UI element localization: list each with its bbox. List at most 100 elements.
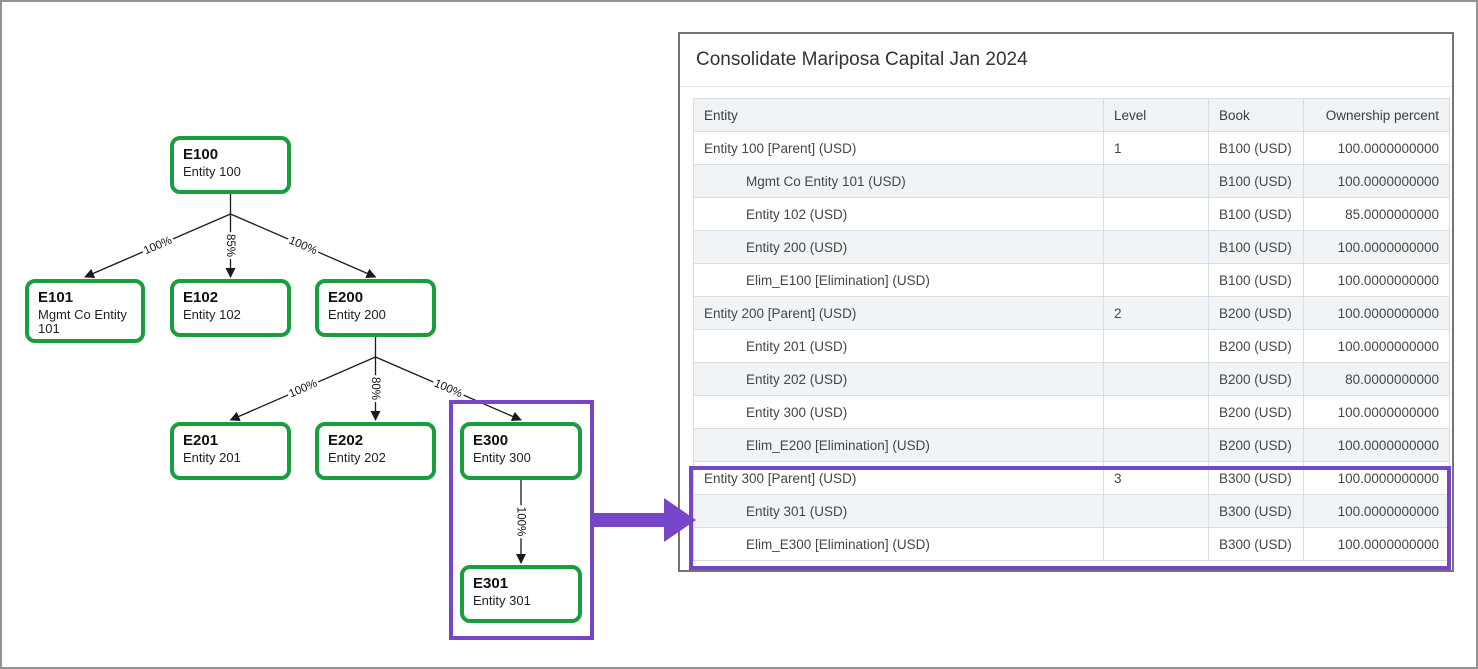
entity-name: Mgmt Co Entity 101	[38, 306, 127, 337]
cell-ownership-percent: 100.0000000000	[1303, 164, 1450, 198]
edge-ownership-label: 100%	[432, 378, 464, 401]
cell-level	[1103, 230, 1209, 264]
cell-ownership-percent: 100.0000000000	[1303, 527, 1450, 561]
cell-entity: Entity 300 (USD)	[693, 395, 1104, 429]
table-highlight-box	[689, 466, 1451, 570]
table-row: Entity 301 (USD) B300 (USD)100.0000000000	[693, 494, 1450, 528]
cell-level	[1103, 428, 1209, 462]
cell-book: B100 (USD)	[1208, 197, 1304, 231]
entity-code: E102	[183, 289, 219, 306]
cell-ownership-percent: 100.0000000000	[1303, 494, 1450, 528]
column-header-level: Level	[1103, 98, 1209, 132]
table-row: Elim_E300 [Elimination] (USD) B300 (USD)1…	[693, 527, 1450, 561]
cell-ownership-percent: 100.0000000000	[1303, 131, 1450, 165]
cell-entity: Elim_E300 [Elimination] (USD)	[693, 527, 1104, 561]
edge-ownership-label: 100%	[142, 235, 174, 258]
cell-ownership-percent: 80.0000000000	[1303, 362, 1450, 396]
entity-code: E202	[328, 432, 364, 449]
cell-book: B100 (USD)	[1208, 164, 1304, 198]
cell-ownership-percent: 100.0000000000	[1303, 296, 1450, 330]
cell-entity: Entity 200 (USD)	[693, 230, 1104, 264]
entity-name: Entity 200	[328, 306, 386, 322]
table-row: Mgmt Co Entity 101 (USD) B100 (USD)100.00…	[693, 164, 1450, 198]
cell-entity: Entity 100 [Parent] (USD)	[693, 131, 1104, 165]
column-header-entity: Entity	[693, 98, 1104, 132]
entity-code: E201	[183, 432, 219, 449]
edge-ownership-label: 80%	[369, 377, 381, 400]
diagram-highlight-box	[449, 400, 594, 640]
cell-entity: Entity 102 (USD)	[693, 197, 1104, 231]
entity-name: Entity 100	[183, 163, 241, 179]
cell-ownership-percent: 100.0000000000	[1303, 428, 1450, 462]
cell-level	[1103, 197, 1209, 231]
edge-ownership-label: 100%	[287, 235, 319, 258]
cell-level	[1103, 494, 1209, 528]
cell-level	[1103, 527, 1209, 561]
table-row: Elim_E100 [Elimination] (USD) B100 (USD)1…	[693, 263, 1450, 297]
cell-ownership-percent: 100.0000000000	[1303, 329, 1450, 363]
cell-level	[1103, 263, 1209, 297]
edge-ownership-label: 85%	[224, 234, 236, 257]
entity-name: Entity 201	[183, 449, 241, 465]
cell-book: B200 (USD)	[1208, 428, 1304, 462]
cell-book: B200 (USD)	[1208, 296, 1304, 330]
cell-entity: Entity 201 (USD)	[693, 329, 1104, 363]
cell-entity: Entity 202 (USD)	[693, 362, 1104, 396]
edge-ownership-label: 100%	[287, 378, 319, 401]
entity-name: Entity 102	[183, 306, 241, 322]
entity-name: Entity 301	[473, 592, 531, 608]
cell-book: B100 (USD)	[1208, 230, 1304, 264]
cell-book: B200 (USD)	[1208, 395, 1304, 429]
table-row: Entity 300 (USD) B200 (USD)100.0000000000	[693, 395, 1450, 429]
cell-ownership-percent: 100.0000000000	[1303, 395, 1450, 429]
cell-entity: Elim_E200 [Elimination] (USD)	[693, 428, 1104, 462]
table-row: Elim_E200 [Elimination] (USD) B200 (USD)1…	[693, 428, 1450, 462]
edge-line	[230, 213, 377, 278]
cell-level: 1	[1103, 131, 1209, 165]
cell-level	[1103, 362, 1209, 396]
cell-book: B300 (USD)	[1208, 527, 1304, 561]
cell-book: B300 (USD)	[1208, 494, 1304, 528]
entity-code: E301	[473, 575, 509, 592]
entity-code: E300	[473, 432, 509, 449]
annotation-arrow-bar	[594, 513, 664, 527]
cell-level	[1103, 395, 1209, 429]
cell-book: B200 (USD)	[1208, 329, 1304, 363]
cell-entity: Mgmt Co Entity 101 (USD)	[693, 164, 1104, 198]
cell-level	[1103, 329, 1209, 363]
entity-code: E100	[183, 146, 219, 163]
table-row: Entity 102 (USD) B100 (USD)85.0000000000	[693, 197, 1450, 231]
cell-entity: Entity 301 (USD)	[693, 494, 1104, 528]
entity-code: E101	[38, 289, 74, 306]
cell-level: 2	[1103, 296, 1209, 330]
cell-ownership-percent: 85.0000000000	[1303, 197, 1450, 231]
entity-name: Entity 202	[328, 449, 386, 465]
entity-code: E200	[328, 289, 364, 306]
cell-level	[1103, 164, 1209, 198]
cell-entity: Entity 200 [Parent] (USD)	[693, 296, 1104, 330]
edge-line	[229, 356, 376, 421]
edge-line	[84, 213, 231, 279]
cell-book: B100 (USD)	[1208, 263, 1304, 297]
page-title: Consolidate Mariposa Capital Jan 2024	[680, 34, 1452, 87]
cell-ownership-percent: 100.0000000000	[1303, 263, 1450, 297]
consolidation-panel: Consolidate Mariposa Capital Jan 2024 En…	[678, 32, 1454, 572]
cell-book: B200 (USD)	[1208, 362, 1304, 396]
cell-entity: Elim_E100 [Elimination] (USD)	[693, 263, 1104, 297]
cell-book: B100 (USD)	[1208, 131, 1304, 165]
column-header-ownership-percent: Ownership percent	[1303, 98, 1450, 132]
cell-ownership-percent: 100.0000000000	[1303, 230, 1450, 264]
